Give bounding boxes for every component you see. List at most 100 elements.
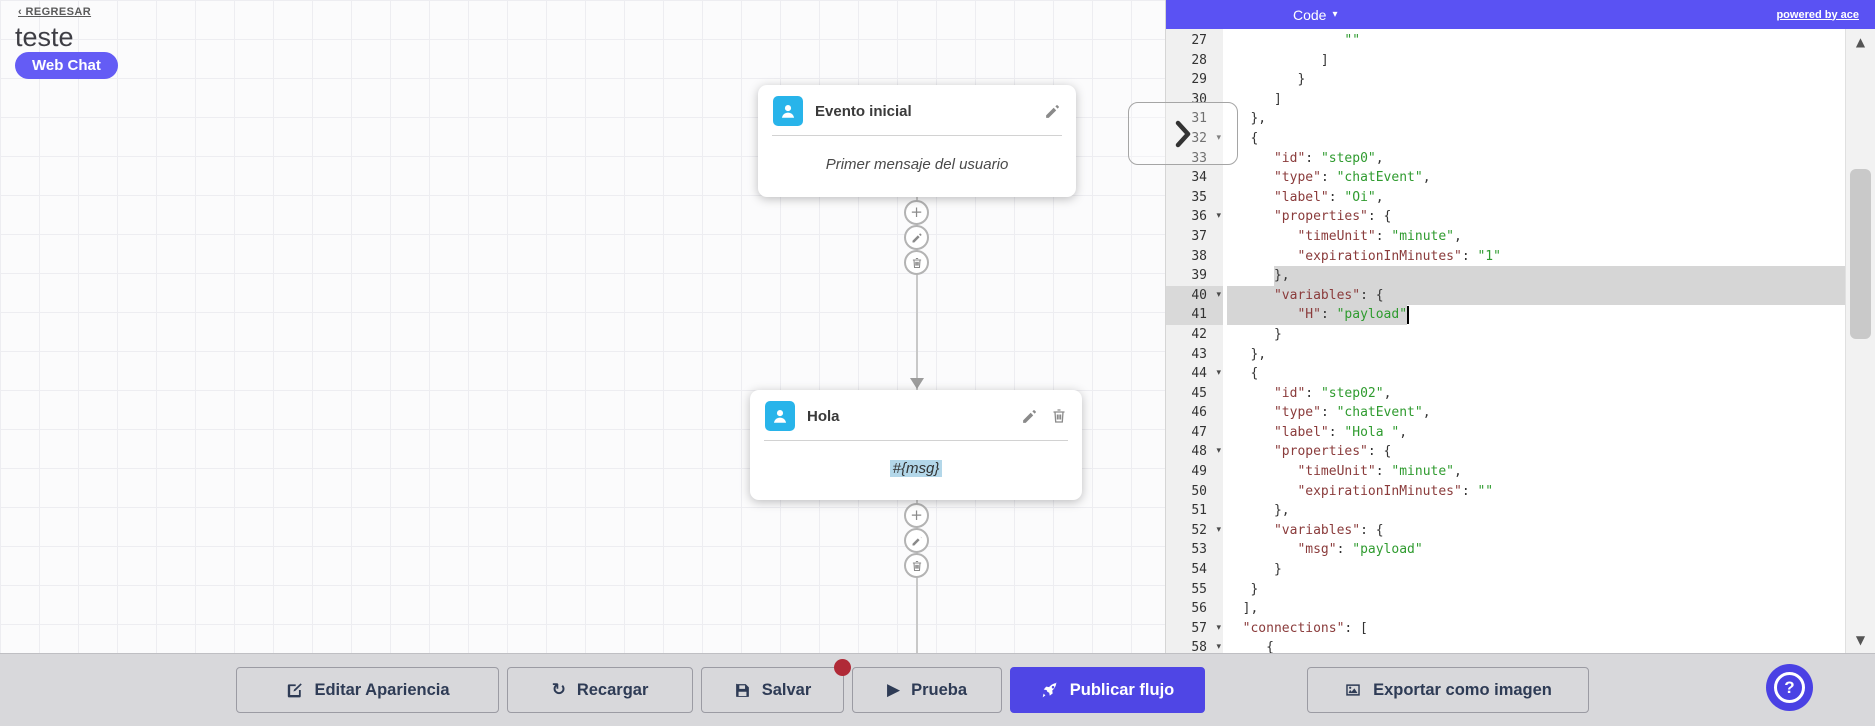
code-line-37[interactable]: "timeUnit": "minute", bbox=[1297, 228, 1462, 244]
unsaved-changes-badge bbox=[834, 659, 851, 676]
add-step-button[interactable]: + bbox=[904, 200, 929, 225]
gutter-line-53[interactable]: 53 bbox=[1191, 542, 1207, 558]
gutter-line-43[interactable]: 43 bbox=[1191, 346, 1207, 362]
flow-canvas[interactable]: ‹ REGRESAR teste Web Chat Evento inicial… bbox=[0, 0, 1165, 653]
code-line-38[interactable]: "expirationInMinutes": "1" bbox=[1297, 248, 1501, 264]
code-line-56[interactable]: ], bbox=[1227, 601, 1259, 617]
back-link[interactable]: ‹ REGRESAR bbox=[18, 6, 92, 18]
gutter-line-38[interactable]: 38 bbox=[1191, 248, 1207, 264]
powered-by-ace-link[interactable]: powered by ace bbox=[1776, 8, 1859, 21]
gutter-line-31[interactable]: 31 bbox=[1191, 111, 1207, 127]
code-line-42[interactable]: } bbox=[1227, 326, 1282, 342]
code-line-32[interactable]: { bbox=[1227, 130, 1259, 146]
code-line-55[interactable]: } bbox=[1227, 581, 1259, 597]
code-line-34[interactable]: "type": "chatEvent", bbox=[1273, 170, 1431, 186]
fold-widget-icon[interactable]: ▾ bbox=[1216, 211, 1221, 222]
save-button[interactable]: Salvar bbox=[701, 659, 851, 713]
edit-connection-button[interactable] bbox=[904, 528, 929, 553]
code-line-48[interactable]: "properties": { bbox=[1273, 444, 1392, 460]
gutter-line-51[interactable]: 51 bbox=[1191, 503, 1207, 519]
code-line-35[interactable]: "label": "Oi", bbox=[1273, 189, 1384, 205]
fold-widget-icon[interactable]: ▾ bbox=[1216, 524, 1221, 535]
gutter-line-58[interactable]: 58▾ bbox=[1166, 638, 1223, 653]
editor-content[interactable]: "" ] } ] }, { "id": "step0", "type": "ch… bbox=[1223, 29, 1845, 653]
scroll-down-icon[interactable]: ▼ bbox=[1855, 633, 1866, 647]
code-line-43[interactable]: }, bbox=[1227, 346, 1267, 362]
gutter-line-30[interactable]: 30 bbox=[1191, 91, 1207, 107]
code-line-44[interactable]: { bbox=[1227, 366, 1259, 382]
gutter-line-28[interactable]: 28 bbox=[1191, 52, 1207, 68]
gutter-line-42[interactable]: 42 bbox=[1191, 326, 1207, 342]
delete-connection-button[interactable] bbox=[904, 250, 929, 275]
reload-button[interactable]: ↻Recargar bbox=[507, 667, 693, 713]
fold-widget-icon[interactable]: ▾ bbox=[1216, 368, 1221, 379]
code-line-45[interactable]: "id": "step02", bbox=[1273, 385, 1392, 401]
fold-widget-icon[interactable]: ▾ bbox=[1216, 642, 1221, 653]
export-image-button[interactable]: Exportar como imagen bbox=[1307, 667, 1589, 713]
flow-node-hola[interactable]: Hola #{msg} bbox=[750, 390, 1082, 500]
edit-appearance-button[interactable]: Editar Apariencia bbox=[236, 667, 499, 713]
code-line-33[interactable]: "id": "step0", bbox=[1273, 150, 1384, 166]
code-line-29[interactable]: } bbox=[1227, 72, 1306, 88]
code-line-41[interactable]: "H": "payload" bbox=[1223, 305, 1845, 325]
add-step-button[interactable]: + bbox=[904, 503, 929, 528]
fold-widget-icon[interactable]: ▾ bbox=[1216, 132, 1221, 143]
fold-widget-icon[interactable]: ▾ bbox=[1216, 622, 1221, 633]
flow-node-evento-inicial[interactable]: Evento inicial Primer mensaje del usuari… bbox=[758, 85, 1076, 197]
gutter-line-39[interactable]: 39 bbox=[1191, 268, 1207, 284]
edit-connection-button[interactable] bbox=[904, 225, 929, 250]
code-line-46[interactable]: "type": "chatEvent", bbox=[1273, 405, 1431, 421]
code-mode-dropdown[interactable]: Code ▾ bbox=[1293, 7, 1338, 23]
code-line-58[interactable]: { bbox=[1227, 640, 1274, 653]
gutter-line-35[interactable]: 35 bbox=[1191, 189, 1207, 205]
code-line-52[interactable]: "variables": { bbox=[1273, 522, 1384, 538]
fold-widget-icon[interactable]: ▾ bbox=[1216, 446, 1221, 457]
code-line-54[interactable]: } bbox=[1227, 562, 1282, 578]
code-line-30[interactable]: ] bbox=[1227, 91, 1282, 107]
gutter-line-56[interactable]: 56 bbox=[1191, 601, 1207, 617]
edit-node-button[interactable] bbox=[1044, 103, 1061, 120]
gutter-line-27[interactable]: 27 bbox=[1191, 33, 1207, 48]
gutter-line-46[interactable]: 46 bbox=[1191, 405, 1207, 421]
help-button[interactable]: ? bbox=[1766, 664, 1813, 711]
code-line-28[interactable]: ] bbox=[1227, 52, 1329, 68]
code-line-39[interactable]: }, bbox=[1223, 266, 1845, 286]
gutter-line-41[interactable]: 41 bbox=[1166, 305, 1223, 325]
edit-node-button[interactable] bbox=[1021, 408, 1038, 425]
code-line-53[interactable]: "msg": "payload" bbox=[1297, 542, 1423, 558]
code-line-50[interactable]: "expirationInMinutes": "" bbox=[1297, 483, 1494, 499]
code-line-51[interactable]: }, bbox=[1227, 503, 1290, 519]
code-line-57[interactable]: "connections": [ bbox=[1242, 620, 1368, 636]
test-button[interactable]: ▶Prueba bbox=[852, 667, 1002, 713]
publish-flow-button[interactable]: Publicar flujo bbox=[1010, 667, 1205, 713]
scroll-up-icon[interactable]: ▲ bbox=[1855, 35, 1866, 49]
code-line-47[interactable]: "label": "Hola ", bbox=[1273, 424, 1408, 440]
scrollbar-thumb[interactable] bbox=[1850, 169, 1871, 339]
gutter-line-57[interactable]: 57▾ bbox=[1166, 619, 1223, 639]
delete-node-button[interactable] bbox=[1051, 408, 1067, 424]
gutter-line-50[interactable]: 50 bbox=[1191, 483, 1207, 499]
collapse-code-panel-button[interactable] bbox=[1128, 102, 1238, 165]
gutter-line-29[interactable]: 29 bbox=[1191, 72, 1207, 88]
gutter-line-45[interactable]: 45 bbox=[1191, 385, 1207, 401]
gutter-line-54[interactable]: 54 bbox=[1191, 562, 1207, 578]
gutter-line-48[interactable]: 48▾ bbox=[1166, 442, 1223, 462]
gutter-line-55[interactable]: 55 bbox=[1191, 581, 1207, 597]
gutter-line-49[interactable]: 49 bbox=[1191, 464, 1207, 480]
code-line-31[interactable]: }, bbox=[1227, 111, 1267, 127]
code-line-36[interactable]: "properties": { bbox=[1273, 209, 1392, 225]
gutter-line-44[interactable]: 44▾ bbox=[1166, 364, 1223, 384]
gutter-line-34[interactable]: 34 bbox=[1191, 170, 1207, 186]
code-line-27[interactable]: "" bbox=[1344, 33, 1361, 48]
gutter-line-47[interactable]: 47 bbox=[1191, 424, 1207, 440]
delete-connection-button[interactable] bbox=[904, 553, 929, 578]
gutter-line-33[interactable]: 33 bbox=[1191, 150, 1207, 166]
gutter-line-52[interactable]: 52▾ bbox=[1166, 521, 1223, 541]
gutter-line-40[interactable]: 40▾ bbox=[1166, 285, 1223, 306]
fold-widget-icon[interactable]: ▾ bbox=[1216, 289, 1221, 300]
code-line-49[interactable]: "timeUnit": "minute", bbox=[1297, 464, 1462, 480]
gutter-line-37[interactable]: 37 bbox=[1191, 228, 1207, 244]
gutter-line-32[interactable]: 32▾ bbox=[1166, 129, 1223, 149]
code-line-40[interactable]: "variables": { bbox=[1223, 285, 1845, 306]
gutter-line-36[interactable]: 36▾ bbox=[1166, 207, 1223, 227]
